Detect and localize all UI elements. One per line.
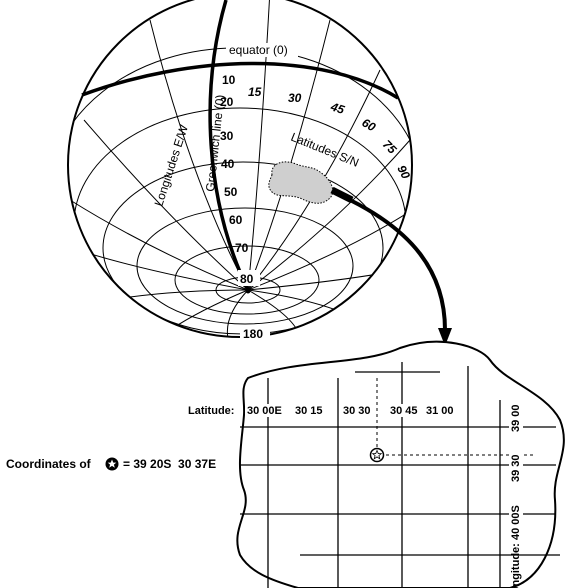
coordinates-prefix: Coordinates of	[6, 457, 92, 471]
inset-lon-30-15: 30 15	[295, 405, 323, 417]
inset-lon-31-00: 31 00	[426, 405, 454, 417]
inset-lat-39-30: 39 30	[510, 454, 522, 482]
equator-label: equator (0)	[229, 43, 288, 57]
lat-tick-10: 10	[222, 73, 236, 87]
inset-latitude-title: Latitude:	[188, 405, 234, 417]
inset-lon-30-30: 30 30	[343, 405, 371, 417]
lon-tick-30: 30	[288, 91, 302, 105]
star-marker-icon	[371, 449, 384, 462]
lat-tick-50: 50	[224, 185, 238, 199]
lat-tick-40: 40	[221, 157, 235, 171]
star-marker-icon	[106, 458, 119, 471]
lat-tick-70: 70	[235, 241, 249, 255]
inset-longitude-title: Longitude:	[510, 543, 522, 588]
globe-bottom-label: 180	[243, 327, 263, 341]
inset-lon-30-00E: 30 00E	[247, 405, 282, 417]
inset-map: 30 00E 30 15 30 30 30 45 31 00 39 00 39 …	[237, 342, 564, 588]
south-pole-dot	[246, 289, 251, 294]
lat-tick-20: 20	[220, 95, 234, 109]
inset-lon-30-45: 30 45	[390, 405, 418, 417]
lat-tick-80: 80	[240, 272, 254, 286]
inset-lat-39-00: 39 00	[510, 404, 522, 432]
coordinates-caption: Coordinates of = 39 20S 30 37E	[6, 457, 216, 471]
lat-tick-60: 60	[229, 213, 243, 227]
coordinates-value: = 39 20S 30 37E	[123, 457, 216, 471]
lon-tick-15: 15	[248, 85, 262, 99]
inset-lat-40-00S: 40 00S	[510, 505, 522, 540]
globe: equator (0) Greenwich line (0) Longitude…	[2, 0, 450, 348]
lat-tick-30: 30	[220, 129, 234, 143]
